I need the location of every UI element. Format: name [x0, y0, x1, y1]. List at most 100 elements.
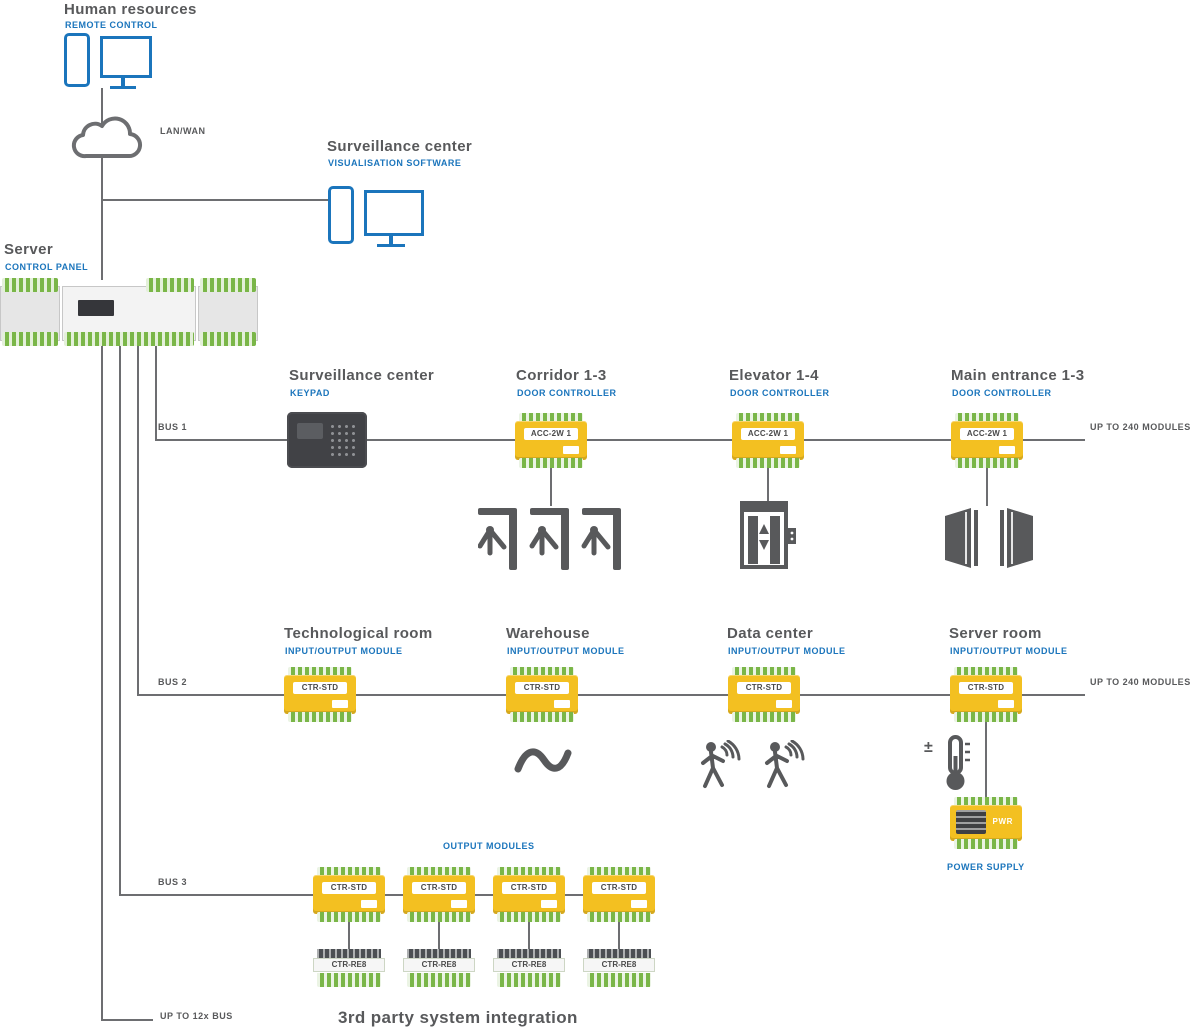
server-unit	[0, 286, 60, 341]
device-title: Corridor 1-3	[516, 367, 607, 384]
up-to-12x-bus-label: UP TO 12x BUS	[160, 1011, 233, 1021]
device-title: Elevator 1-4	[729, 367, 819, 384]
motion-sensor-icon	[701, 740, 805, 788]
terminal-strip-icon	[587, 973, 651, 987]
keypad-device	[287, 412, 367, 468]
terminal-strip-icon	[288, 712, 352, 722]
module-label: CTR-RE8	[403, 958, 475, 972]
door-icon	[945, 508, 1033, 568]
connector-line	[101, 199, 329, 201]
module-window	[541, 900, 557, 908]
device-subtitle: INPUT/OUTPUT MODULE	[950, 646, 1068, 656]
terminal-strip-icon	[732, 712, 796, 722]
module-window	[631, 900, 647, 908]
connector-line	[101, 346, 103, 1021]
device-subtitle: INPUT/OUTPUT MODULE	[285, 646, 403, 656]
terminal-strip-icon	[407, 867, 471, 877]
third-party-integration-title: 3rd party system integration	[338, 1008, 578, 1027]
relay-module: CTR-RE8	[313, 949, 385, 987]
terminal-strip-icon	[732, 667, 796, 677]
server-display	[78, 300, 114, 316]
bus2-label: BUS 2	[158, 677, 188, 687]
terminal-strip-icon	[587, 867, 651, 877]
keypad-screen	[297, 423, 323, 439]
terminal-strip-icon	[407, 912, 471, 922]
terminal-strip-icon	[317, 973, 381, 987]
bus1-line	[155, 439, 1085, 441]
connector-line	[101, 88, 103, 280]
module-body: ACC-2W 1	[515, 421, 587, 460]
surveillance-center-title: Surveillance center	[327, 138, 473, 155]
wave-icon	[514, 748, 572, 773]
connector-line	[137, 346, 139, 696]
terminal-strip-icon	[736, 458, 800, 468]
device-subtitle: DOOR CONTROLLER	[730, 388, 830, 398]
human-resources-title: Human resources	[64, 1, 197, 18]
terminal-strip-icon	[288, 667, 352, 677]
lan-wan-label: LAN/WAN	[160, 126, 206, 136]
elevator-icon	[740, 501, 796, 569]
terminal-strip-icon	[510, 712, 574, 722]
monitor-stand-base	[110, 86, 136, 89]
device-title: Main entrance 1-3	[951, 367, 1085, 384]
terminal-strip-icon	[200, 332, 256, 346]
module-body: CTR-STD	[403, 875, 475, 914]
connector-line	[155, 346, 157, 441]
io-module: CTR-STD	[950, 667, 1022, 722]
device-subtitle: DOOR CONTROLLER	[517, 388, 617, 398]
terminal-strip-icon	[510, 667, 574, 677]
module-window	[999, 446, 1015, 454]
connector-line	[618, 922, 620, 950]
terminal-strip-icon	[146, 278, 194, 292]
control-panel-subtitle: CONTROL PANEL	[5, 262, 89, 272]
terminal-strip-icon	[955, 458, 1019, 468]
battery-icon	[956, 810, 986, 834]
output-module: CTR-STD	[583, 867, 655, 922]
visualisation-software-subtitle: VISUALISATION SOFTWARE	[328, 158, 462, 168]
terminal-strip-icon	[954, 712, 1018, 722]
io-module: CTR-STD	[506, 667, 578, 722]
plus-minus-glyph: ±	[924, 739, 933, 756]
module-body: CTR-STD	[284, 675, 356, 714]
relay-module: CTR-RE8	[403, 949, 475, 987]
keypad-title: Surveillance center	[289, 367, 435, 384]
terminal-strip-icon	[64, 332, 194, 346]
device-title: Server room	[949, 625, 1042, 642]
output-modules-label: OUTPUT MODULES	[443, 841, 535, 851]
connector-line	[550, 468, 552, 506]
connector-line	[985, 722, 987, 798]
relay-module: CTR-RE8	[493, 949, 565, 987]
module-label: CTR-RE8	[493, 958, 565, 972]
module-window	[563, 446, 579, 454]
module-label: ACC-2W 1	[524, 428, 578, 440]
bus2-line	[137, 694, 1085, 696]
module-window	[776, 700, 792, 708]
monitor-icon	[364, 190, 424, 236]
terminal-strip-icon	[497, 912, 561, 922]
phone-icon	[64, 33, 90, 87]
turnstile-icon	[478, 508, 621, 570]
module-window	[780, 446, 796, 454]
human-resources-subtitle: REMOTE CONTROL	[65, 20, 158, 30]
monitor-stand	[389, 236, 393, 244]
terminal-strip-icon	[317, 949, 381, 958]
connector-line	[767, 468, 769, 502]
monitor-stand-base	[377, 244, 405, 247]
device-subtitle: INPUT/OUTPUT MODULE	[507, 646, 625, 656]
server-control-panel-device	[0, 278, 258, 346]
terminal-strip-icon	[317, 912, 381, 922]
power-supply-module: PWR	[950, 797, 1022, 849]
module-body: ACC-2W 1	[732, 421, 804, 460]
terminal-strip-icon	[200, 278, 256, 292]
terminal-strip-icon	[955, 413, 1019, 423]
module-body: CTR-STD	[493, 875, 565, 914]
terminal-strip-icon	[497, 867, 561, 877]
terminal-strip-icon	[497, 949, 561, 958]
terminal-strip-icon	[497, 973, 561, 987]
device-title: Warehouse	[506, 625, 590, 642]
door-controller-module: ACC-2W 1	[515, 413, 587, 468]
terminal-strip-icon	[2, 278, 58, 292]
module-body: CTR-STD	[950, 675, 1022, 714]
module-body: PWR	[950, 805, 1022, 841]
